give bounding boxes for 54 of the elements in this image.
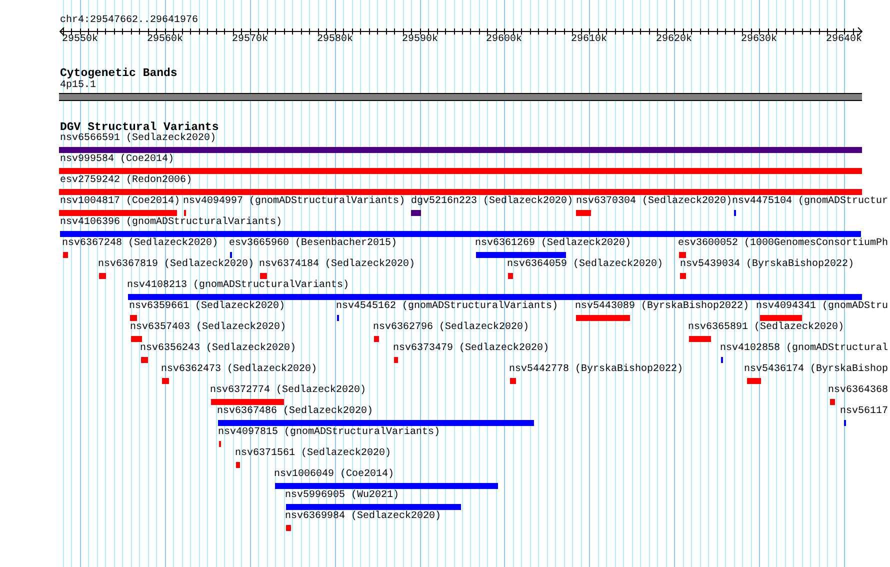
variant-label: esv3600052 (1000GenomesConsortiumPh bbox=[678, 238, 888, 249]
variant-label: nsv4106396 (gnomADStructuralVariants) bbox=[60, 217, 282, 228]
tick-label: 29630k bbox=[741, 34, 778, 45]
variant-label: nsv4094341 (gnomADStru bbox=[756, 301, 888, 312]
variant-label: nsv5436174 (ByrskaBishop bbox=[744, 364, 888, 375]
variant-label: nsv5996905 (Wu2021) bbox=[285, 490, 400, 501]
tick-label: 29620k bbox=[656, 34, 692, 45]
variant-label: nsv6362473 (Sedlazeck2020) bbox=[161, 364, 318, 375]
variant-label: esv3665960 (Besenbacher2015) bbox=[229, 238, 398, 249]
variant-label: nsv6566591 (Sedlazeck2020) bbox=[60, 133, 216, 144]
variant-label: nsv4097815 (gnomADStructuralVariants) bbox=[218, 427, 440, 438]
tick-label: 29590k bbox=[402, 34, 438, 45]
coordinate-range: chr4:29547662..29641976 bbox=[60, 15, 198, 26]
variant-label: nsv5442778 (ByrskaBishop2022) bbox=[509, 364, 684, 375]
variant-label: nsv5443089 (ByrskaBishop2022) bbox=[575, 301, 750, 312]
tick-label: 29560k bbox=[147, 34, 184, 45]
variant-label: nsv5439034 (ByrskaBishop2022) bbox=[680, 259, 854, 270]
variant-label: nsv6359661 (Sedlazeck2020) bbox=[129, 301, 286, 312]
variant-label: nsv4102858 (gnomADStructural bbox=[720, 343, 888, 354]
variant-label: nsv6364059 (Sedlazeck2020) bbox=[507, 259, 664, 270]
variant-label: nsv6357403 (Sedlazeck2020) bbox=[130, 322, 286, 333]
variant-label: nsv6361269 (Sedlazeck2020) bbox=[475, 238, 632, 249]
variant-label: nsv6364368 bbox=[828, 385, 888, 396]
tick-label: 29610k bbox=[571, 34, 608, 45]
tick-label: 29550k bbox=[62, 34, 98, 45]
variant-label: esv2759242 (Redon2006) bbox=[60, 175, 192, 186]
variant-label: nsv6356243 (Sedlazeck2020) bbox=[140, 343, 296, 354]
variant-label: nsv6371561 (Sedlazeck2020) bbox=[235, 448, 392, 459]
track-title: Cytogenetic Bands bbox=[60, 67, 178, 80]
variant-label: nsv6372774 (Sedlazeck2020) bbox=[210, 385, 366, 396]
variant-label: nsv6369984 (Sedlazeck2020) bbox=[285, 511, 442, 522]
tick-label: 29570k bbox=[232, 34, 268, 45]
band-label: 4p15.1 bbox=[60, 80, 96, 91]
tick-label: 29640k bbox=[826, 34, 862, 45]
variant-label: nsv6373479 (Sedlazeck2020) bbox=[393, 343, 550, 354]
tick-label: 29600k bbox=[486, 34, 522, 45]
variant-label: nsv4475104 (gnomADStructur bbox=[732, 196, 888, 207]
variant-label: nsv1006049 (Coe2014) bbox=[274, 469, 394, 480]
variant-label: nsv1004817 (Coe2014) bbox=[60, 196, 180, 207]
variant-label: nsv6367486 (Sedlazeck2020) bbox=[217, 406, 374, 417]
variant-label: nsv4545162 (gnomADStructuralVariants) bbox=[336, 301, 558, 312]
tick-label: 29580k bbox=[317, 34, 354, 45]
variant-label: nsv999584 (Coe2014) bbox=[60, 154, 174, 165]
variant-label: nsv6367819 (Sedlazeck2020) bbox=[98, 259, 254, 270]
variant-label: nsv6365891 (Sedlazeck2020) bbox=[688, 322, 844, 333]
variant-label: nsv6370304 (Sedlazeck2020) bbox=[576, 196, 732, 207]
variant-label: nsv4094997 (gnomADStructuralVariants) bbox=[183, 196, 406, 207]
variant-label: nsv6367248 (Sedlazeck2020) bbox=[62, 238, 218, 249]
variant-label: dgv5216n223 (Sedlazeck2020) bbox=[411, 196, 574, 207]
track-title: DGV Structural Variants bbox=[60, 121, 219, 134]
variant-label: nsv56117 bbox=[840, 406, 888, 417]
variant-label: nsv6374184 (Sedlazeck2020) bbox=[259, 259, 416, 270]
variant-label: nsv4108213 (gnomADStructuralVariants) bbox=[127, 280, 350, 291]
variant-label: nsv6362796 (Sedlazeck2020) bbox=[373, 322, 530, 333]
